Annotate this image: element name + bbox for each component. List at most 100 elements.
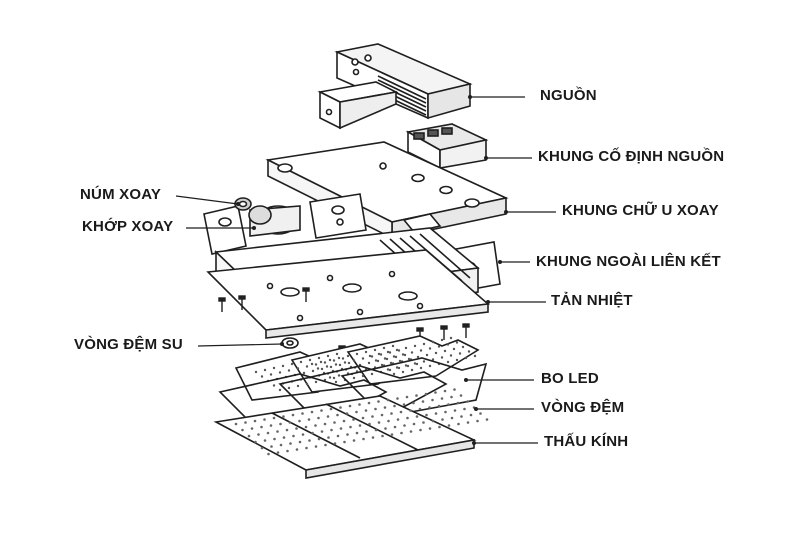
texture-dot (362, 437, 365, 441)
texture-dot (431, 398, 434, 402)
texture-dot (450, 395, 453, 399)
texture-dot (296, 384, 300, 388)
texture-dot (314, 445, 318, 448)
texture-dot (272, 416, 276, 420)
texture-dot (333, 421, 336, 424)
texture-dot (393, 425, 397, 429)
texture-dot (450, 416, 454, 420)
texture-dot (364, 350, 368, 354)
power-mount-frame (405, 123, 489, 170)
texture-dot (364, 409, 368, 412)
texture-dot (347, 361, 351, 365)
texture-dot (400, 431, 403, 435)
texture-dot (395, 366, 399, 369)
texture-dot (485, 418, 489, 421)
texture-dot (342, 419, 346, 423)
texture-dot (431, 340, 435, 344)
lens-array (213, 395, 477, 479)
label-knob: NÚM XOAY (80, 186, 162, 203)
texture-dot (370, 372, 374, 376)
texture-dot (422, 342, 426, 346)
texture-dot (405, 395, 409, 399)
texture-dot (419, 349, 423, 352)
texture-dot (388, 368, 392, 372)
led-dots (254, 336, 477, 392)
texture-dot (453, 409, 457, 412)
texture-dot (463, 407, 466, 411)
texture-dot (263, 418, 266, 421)
label-power-mount-frame: KHUNG CỐ ĐỊNH NGUỒN (538, 148, 725, 165)
texture-dot (440, 338, 444, 342)
texture-dot (314, 363, 318, 366)
texture-dot (383, 406, 387, 409)
texture-dot (334, 363, 338, 366)
label-swivel-joint: KHỚP XOAY (82, 218, 174, 235)
texture-dot (241, 428, 244, 432)
texture-dot (377, 400, 380, 403)
texture-dot (377, 352, 381, 356)
texture-dot (254, 370, 258, 374)
texture-dot (289, 442, 292, 445)
texture-dot (473, 354, 477, 358)
label-rubber-washer: VÒNG ĐỆM SU (74, 336, 183, 353)
texture-dot (415, 362, 419, 366)
texture-dot (336, 413, 339, 417)
texture-dot (379, 353, 383, 356)
texture-dot (455, 341, 459, 344)
texture-dot (302, 371, 306, 375)
texture-dot (438, 425, 441, 429)
texture-dot (337, 374, 341, 377)
power-bracket (317, 81, 399, 130)
texture-dot (440, 397, 444, 400)
texture-dot (345, 412, 349, 415)
texture-dot (396, 397, 399, 400)
texture-dot (349, 425, 352, 429)
texture-dot (352, 418, 355, 421)
texture-dot (469, 413, 473, 417)
texture-dot (358, 424, 362, 427)
texture-dot (392, 372, 396, 376)
texture-dot (447, 424, 451, 427)
label-led-board: BO LED (541, 370, 599, 387)
label-gasket: VÒNG ĐỆM (541, 399, 625, 416)
texture-dot (260, 375, 264, 378)
texture-dot (278, 371, 282, 374)
texture-dot (418, 407, 422, 411)
texture-dot (431, 419, 435, 423)
texture-dot (391, 344, 395, 348)
texture-dot (355, 410, 358, 414)
texture-dot (428, 427, 432, 430)
texture-dot (397, 349, 401, 352)
texture-dot (348, 404, 352, 408)
texture-dot (443, 389, 447, 393)
texture-dot (467, 350, 471, 353)
texture-dot (368, 422, 371, 426)
texture-dot (311, 369, 315, 373)
texture-dot (343, 361, 347, 364)
texture-dot (437, 404, 441, 408)
texture-dot (337, 356, 341, 360)
texture-dot (346, 354, 350, 358)
texture-dot (263, 368, 267, 372)
texture-dot (314, 380, 318, 384)
texture-dot (320, 430, 324, 433)
texture-dot (384, 427, 387, 430)
label-power-supply: NGUỒN (540, 87, 597, 104)
texture-dot (422, 421, 425, 424)
texture-dot (343, 440, 346, 444)
texture-dot (329, 407, 333, 411)
texture-dot (403, 424, 406, 427)
texture-dot (380, 363, 384, 367)
texture-dot (317, 416, 320, 420)
texture-dot (320, 409, 323, 412)
texture-dot (386, 398, 390, 402)
texture-dot (291, 413, 295, 417)
texture-dot (361, 374, 365, 378)
texture-dot (401, 353, 405, 356)
texture-dot (328, 376, 332, 379)
texture-dot (413, 362, 417, 365)
texture-dot (421, 400, 425, 403)
texture-dot (412, 401, 415, 405)
texture-dot (370, 355, 374, 358)
